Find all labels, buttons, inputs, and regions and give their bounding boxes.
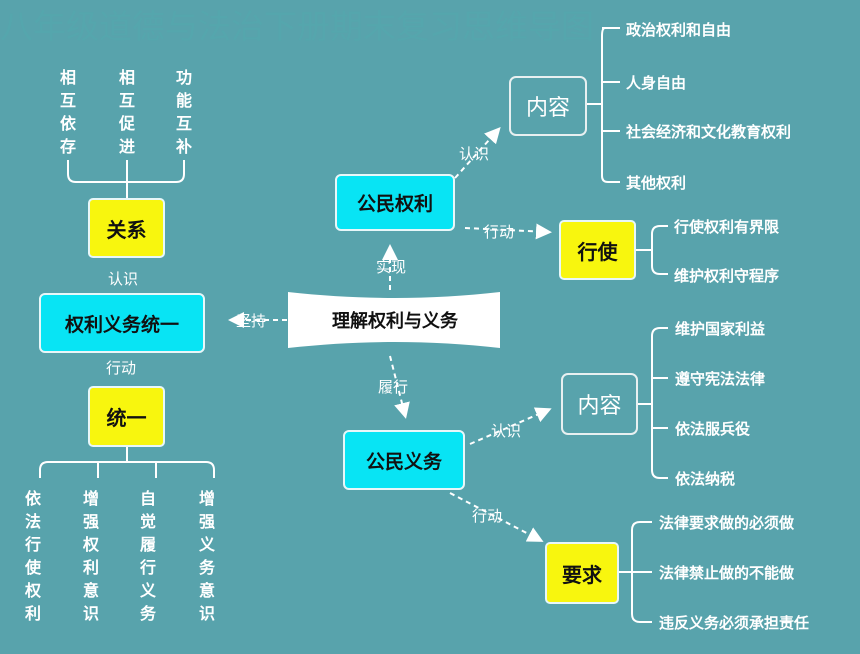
exercise-item-1: 行使权利有界限 xyxy=(674,218,780,236)
duties-content-item-3: 依法服兵役 xyxy=(675,420,751,438)
unify-item-4: 增强义务意识 xyxy=(198,489,215,623)
center-node: 理解权利与义务 xyxy=(332,311,458,332)
edge-label-know-duties: 认识 xyxy=(491,422,522,440)
edge-label-act-rights: 行动 xyxy=(484,223,515,241)
duties-content-node: 内容 xyxy=(561,373,638,435)
relation-item-1: 相互依存 xyxy=(59,68,76,156)
edge-label-adhere: 坚持 xyxy=(236,312,267,330)
citizen-rights-node: 公民权利 xyxy=(335,174,455,231)
unify-node: 统一 xyxy=(88,386,165,447)
relation-item-3: 功能互补 xyxy=(175,68,192,156)
exercise-item-2: 维护权利守程序 xyxy=(674,267,780,285)
rights-content-item-2: 人身自由 xyxy=(626,74,687,92)
edge-label-act-duties: 行动 xyxy=(472,507,503,525)
rights-content-node: 内容 xyxy=(509,76,587,136)
requirement-item-1: 法律要求做的必须做 xyxy=(659,514,795,532)
relation-node: 关系 xyxy=(88,198,165,258)
unity-node: 权利义务统一 xyxy=(39,293,205,353)
edge-label-know-rights: 认识 xyxy=(459,145,490,163)
center-shape xyxy=(288,292,500,348)
unify-item-3: 自觉履行义务 xyxy=(139,489,156,623)
edge-label-act-unify: 行动 xyxy=(106,359,137,377)
rights-content-item-1: 政治权利和自由 xyxy=(626,21,732,39)
relation-item-2: 相互促进 xyxy=(118,68,135,156)
duties-content-item-1: 维护国家利益 xyxy=(675,320,766,338)
edge-label-perform: 履行 xyxy=(378,378,409,396)
page-title: 八年级道德与法治下册期末复习思维导图 xyxy=(0,7,594,46)
requirement-item-3: 违反义务必须承担责任 xyxy=(659,614,810,632)
duties-content-item-2: 遵守宪法法律 xyxy=(675,370,766,388)
requirement-item-2: 法律禁止做的不能做 xyxy=(659,564,795,582)
unify-item-2: 增强权利意识 xyxy=(82,489,99,623)
requirement-node: 要求 xyxy=(545,542,619,604)
exercise-node: 行使 xyxy=(559,220,636,280)
citizen-duties-node: 公民义务 xyxy=(343,430,465,490)
unify-item-1: 依法行使权利 xyxy=(24,489,41,623)
rights-content-item-3: 社会经济和文化教育权利 xyxy=(626,123,792,141)
duties-content-item-4: 依法纳税 xyxy=(675,470,736,488)
edge-label-realize: 实现 xyxy=(376,258,407,276)
edge-label-know-relation: 认识 xyxy=(108,270,139,288)
rights-content-item-4: 其他权利 xyxy=(626,174,687,192)
